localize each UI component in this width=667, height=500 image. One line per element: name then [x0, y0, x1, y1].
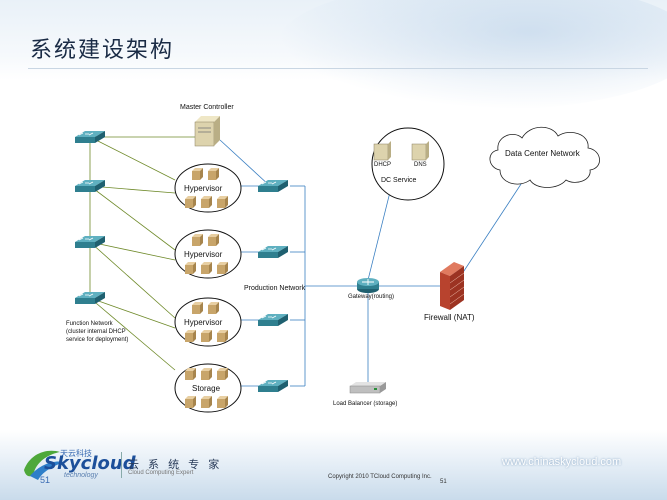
dns-label: DNS [414, 162, 427, 168]
load-balancer-icon [349, 382, 386, 394]
production-switch-2-icon [257, 245, 289, 259]
function-network-label: Function Network (cluster internal DHCP … [66, 321, 129, 343]
gateway-router-icon [357, 278, 379, 293]
dns-server-icon [411, 141, 429, 161]
header-cloud-decoration [277, 0, 667, 110]
hypervisor-3-label: Hypervisor [184, 318, 223, 327]
firewall-label: Firewall (NAT) [424, 313, 475, 322]
firewall-icon [440, 262, 465, 310]
title-divider [28, 68, 648, 69]
slogan-english: Cloud Computing Expert [128, 470, 194, 476]
website-url[interactable]: www.chinaskycloud.com [502, 456, 622, 468]
logo-divider [121, 452, 122, 478]
copyright-text: Copyright 2010 TCloud Computing Inc. [328, 474, 432, 480]
function-switch-4-icon [74, 291, 106, 305]
storage-label: Storage [192, 384, 221, 393]
data-center-network-label: Data Center Network [505, 149, 580, 158]
footer-background [0, 430, 667, 500]
function-switch-2-icon [74, 179, 106, 193]
slide-title: 系统建设架构 [30, 38, 175, 63]
master-controller-label: Master Controller [180, 104, 234, 111]
production-switch-4-icon [257, 379, 289, 393]
page-number-left: 51 [40, 475, 51, 485]
load-balancer-label: Load Balancer (storage) [333, 401, 398, 407]
production-switch-3-icon [257, 313, 289, 327]
gateway-label: Gateway(routing) [348, 294, 395, 300]
master-controller-server-icon [194, 116, 220, 147]
dc-service-label: DC Service [381, 177, 417, 184]
production-network-links [219, 139, 526, 387]
skycloud-logo-icon [24, 450, 64, 480]
dhcp-server-icon [373, 141, 391, 161]
dhcp-label: DHCP [374, 162, 392, 168]
slogan-chinese: 云 系 统 专 家 [128, 459, 223, 471]
page-number-right: 51 [440, 479, 447, 485]
production-network-label: Production Network [244, 285, 306, 292]
data-center-cloud-icon [489, 126, 600, 188]
production-switch-1-icon [257, 179, 289, 193]
hypervisor-1-label: Hypervisor [184, 184, 223, 193]
logo-subtitle: technology [64, 472, 98, 479]
hypervisor-2-label: Hypervisor [184, 250, 223, 259]
function-switch-1-icon [74, 130, 106, 144]
function-switch-3-icon [74, 235, 106, 249]
logo-wordmark: Skycloud [44, 453, 136, 474]
function-network-links [89, 136, 195, 371]
vm-boxes [185, 168, 228, 408]
logo-chinese-text: 天云科技 [60, 449, 92, 458]
